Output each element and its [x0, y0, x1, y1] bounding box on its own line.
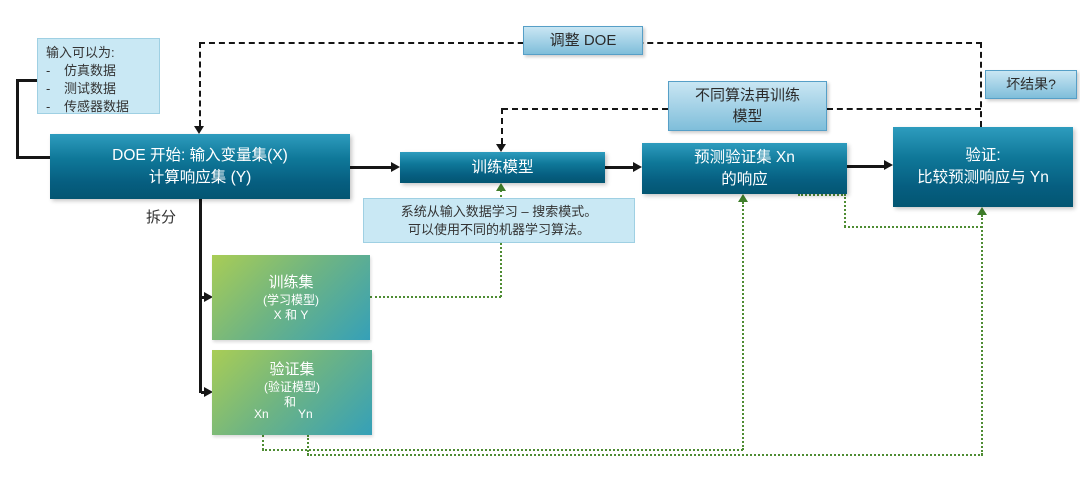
input-connector-line: [16, 79, 19, 159]
yn-to-validate-line: [307, 454, 983, 456]
retrain-line1: 不同算法再训练: [694, 87, 800, 104]
adjust-doe-label: 调整 DOE: [549, 32, 617, 49]
input-note-item: - 仿真数据: [46, 62, 153, 80]
train-model-label: 训练模型: [471, 158, 534, 176]
xn-to-predict-line: [742, 202, 744, 450]
adjust-doe-box: 调整 DOE: [523, 26, 643, 55]
xn-to-predict-line: [262, 435, 264, 450]
training-set-vars: X 和 Y: [273, 308, 309, 322]
green-arrowhead-validate: [977, 207, 987, 215]
input-connector-line: [16, 156, 51, 159]
split-arrowhead-training: [204, 292, 213, 302]
retrain-line-right: [827, 108, 981, 110]
green-arrowhead-train-model: [496, 183, 506, 191]
training-set-to-model-line: [370, 296, 501, 298]
validation-set-title: 验证集: [269, 360, 315, 378]
split-arrowhead-validation: [204, 387, 213, 397]
doe-start-line2: 计算响应集 (Y): [148, 168, 252, 186]
validate-line1: 验证:: [965, 147, 1001, 164]
validation-set-vars: 和 Xn Yn: [212, 395, 372, 427]
validation-set-var-xn: Xn: [254, 406, 269, 421]
feedback-arrowhead-doe: [194, 126, 204, 134]
training-set-to-model-line: [500, 190, 502, 297]
input-note-item-label: 仿真数据: [64, 63, 117, 78]
validation-set-var-yn: Yn: [298, 406, 313, 421]
yn-to-validate-line: [981, 215, 983, 455]
ml-note-line2: 可以使用不同的机器学习算法。: [407, 221, 590, 237]
predict-to-validate-line: [844, 194, 846, 227]
predict-box: 预测验证集 Xn 的响应: [642, 143, 847, 194]
flow-line-predict-to-validate: [847, 165, 884, 168]
flow-line-doe-to-train: [350, 166, 392, 169]
input-note-item-label: 传感器数据: [64, 99, 130, 114]
retrain-arrowhead-train-model: [496, 144, 506, 152]
feedback-line-left-drop: [199, 42, 201, 126]
validate-line2: 比较预测响应与 Yn: [917, 169, 1049, 186]
split-line: [199, 199, 202, 393]
bullet-dash: -: [46, 99, 51, 114]
input-note-item-label: 测试数据: [64, 81, 117, 96]
validation-set-box: 验证集 (验证模型) 和 Xn Yn: [212, 350, 372, 435]
input-connector-line: [16, 79, 38, 82]
bullet-dash: -: [46, 63, 51, 78]
flow-arrowhead: [884, 160, 893, 170]
predict-line2: 的响应: [721, 170, 768, 188]
flow-arrowhead: [391, 162, 400, 172]
predict-to-validate-line: [798, 194, 846, 196]
train-model-box: 训练模型: [400, 152, 605, 183]
input-note-title: 输入可以为:: [46, 45, 115, 60]
validation-set-conjunction: 和: [283, 394, 296, 409]
doe-start-line1: DOE 开始: 输入变量集(X): [112, 146, 288, 164]
training-set-title: 训练集: [268, 274, 314, 291]
flow-line-train-to-predict: [605, 166, 633, 169]
split-label: 拆分: [146, 209, 177, 226]
ml-note-box: 系统从输入数据学习 – 搜索模式。 可以使用不同的机器学习算法。: [363, 198, 635, 243]
validation-set-subtitle: (验证模型): [264, 379, 320, 394]
retrain-line2: 模型: [732, 108, 763, 125]
training-set-box: 训练集 (学习模型) X 和 Y: [212, 255, 370, 340]
bullet-dash: -: [46, 81, 51, 96]
flow-arrowhead: [633, 162, 642, 172]
retrain-box: 不同算法再训练 模型: [668, 81, 827, 131]
bad-result-label: 坏结果?: [1006, 76, 1056, 92]
validate-box: 验证: 比较预测响应与 Yn: [893, 127, 1073, 207]
feedback-line-right-rise: [980, 42, 982, 127]
yn-to-validate-line: [307, 435, 309, 455]
training-set-subtitle: (学习模型): [263, 293, 319, 307]
ml-note-line1: 系统从输入数据学习 – 搜索模式。: [400, 203, 598, 219]
green-arrowhead-predict: [738, 194, 748, 202]
xn-to-predict-line: [262, 449, 743, 451]
retrain-line-left: [502, 108, 668, 110]
input-note-item: - 测试数据: [46, 80, 153, 98]
predict-line1: 预测验证集 Xn: [694, 148, 795, 166]
doe-start-box: DOE 开始: 输入变量集(X) 计算响应集 (Y): [50, 134, 350, 199]
predict-to-validate-line: [844, 226, 982, 228]
retrain-line-drop: [501, 108, 503, 144]
input-note-box: 输入可以为: - 仿真数据 - 测试数据 - 传感器数据: [37, 38, 160, 114]
bad-result-box: 坏结果?: [985, 70, 1077, 99]
input-note-item: - 传感器数据: [46, 98, 153, 116]
